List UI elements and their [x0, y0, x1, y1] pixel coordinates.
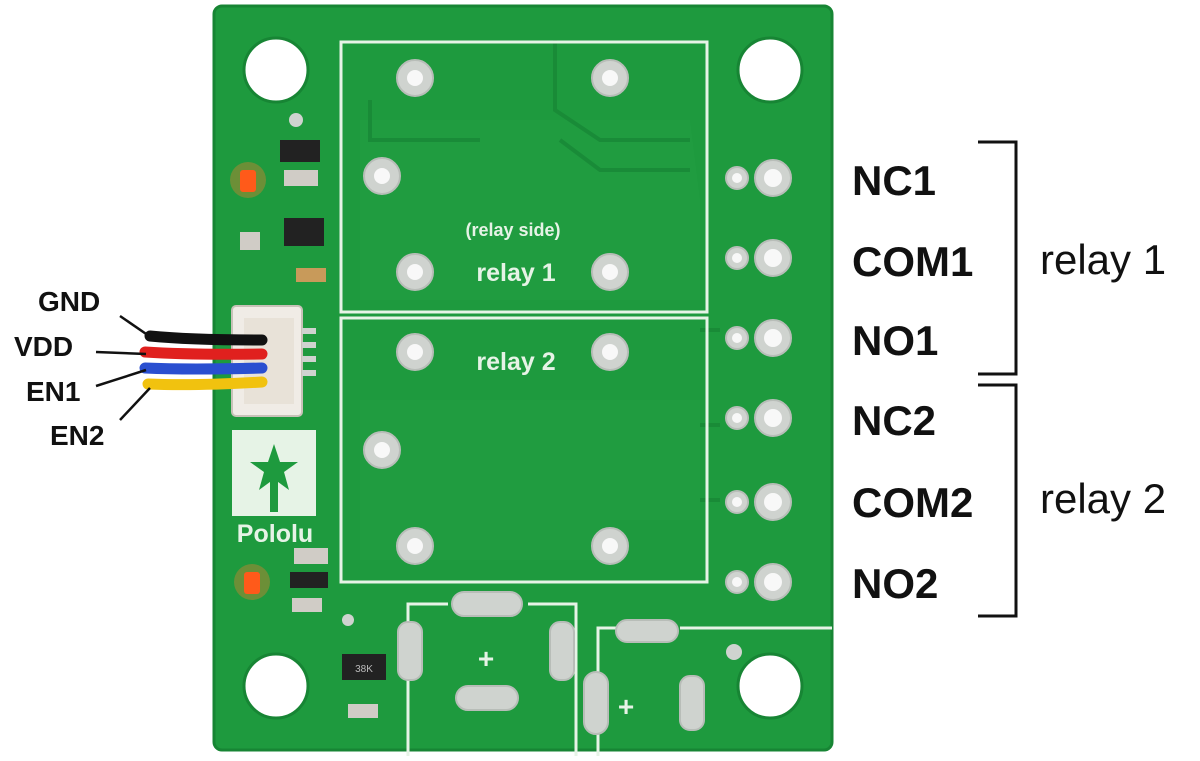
pin-label-com2: COM2 — [852, 479, 974, 526]
wire-label-vdd: VDD — [14, 331, 74, 362]
terminal-pads — [725, 159, 792, 601]
relay-pad-holes — [374, 70, 618, 554]
pin-label-com1: COM1 — [852, 238, 974, 285]
silk-relay1: relay 1 — [476, 259, 555, 287]
relay1-group-label: relay 1 — [1040, 236, 1167, 283]
wire-en1 — [139, 362, 268, 375]
wire-en2 — [142, 376, 268, 391]
relay1-outline — [339, 40, 709, 314]
copper-pour-2 — [360, 400, 700, 560]
pin-label-no1: NO1 — [852, 317, 939, 364]
plus-sign-2: + — [618, 691, 634, 722]
trace-lines — [368, 40, 720, 502]
pin-label-no2: NO2 — [852, 560, 939, 607]
pin-label-nc1: NC1 — [852, 157, 937, 204]
mounting-holes — [242, 36, 804, 720]
power-pads — [397, 591, 705, 735]
leds — [230, 162, 270, 600]
wire-label-en2: EN2 — [50, 420, 105, 451]
wire-label-gnd: GND — [38, 286, 101, 317]
wires — [139, 330, 268, 391]
jst-connector — [231, 305, 316, 417]
wire-leaders — [95, 314, 153, 421]
pololu-logo — [232, 430, 316, 516]
relay2-group-label: relay 2 — [1040, 475, 1167, 522]
wire-label-en1: EN1 — [26, 376, 81, 407]
smd-components — [240, 113, 742, 718]
plus-sign-1: + — [478, 643, 494, 674]
relay2-outline — [339, 316, 709, 584]
silk-relay-side: (relay side) — [465, 220, 560, 240]
logo-text: Pololu — [237, 520, 313, 548]
pcb-board — [212, 4, 834, 752]
wire-vdd — [139, 346, 268, 360]
silk-relay2: relay 2 — [476, 348, 555, 376]
chip-mark: 38K — [355, 664, 373, 675]
pin-label-nc2: NC2 — [852, 397, 937, 444]
relay-brackets — [978, 140, 1018, 618]
wire-gnd — [144, 330, 268, 346]
